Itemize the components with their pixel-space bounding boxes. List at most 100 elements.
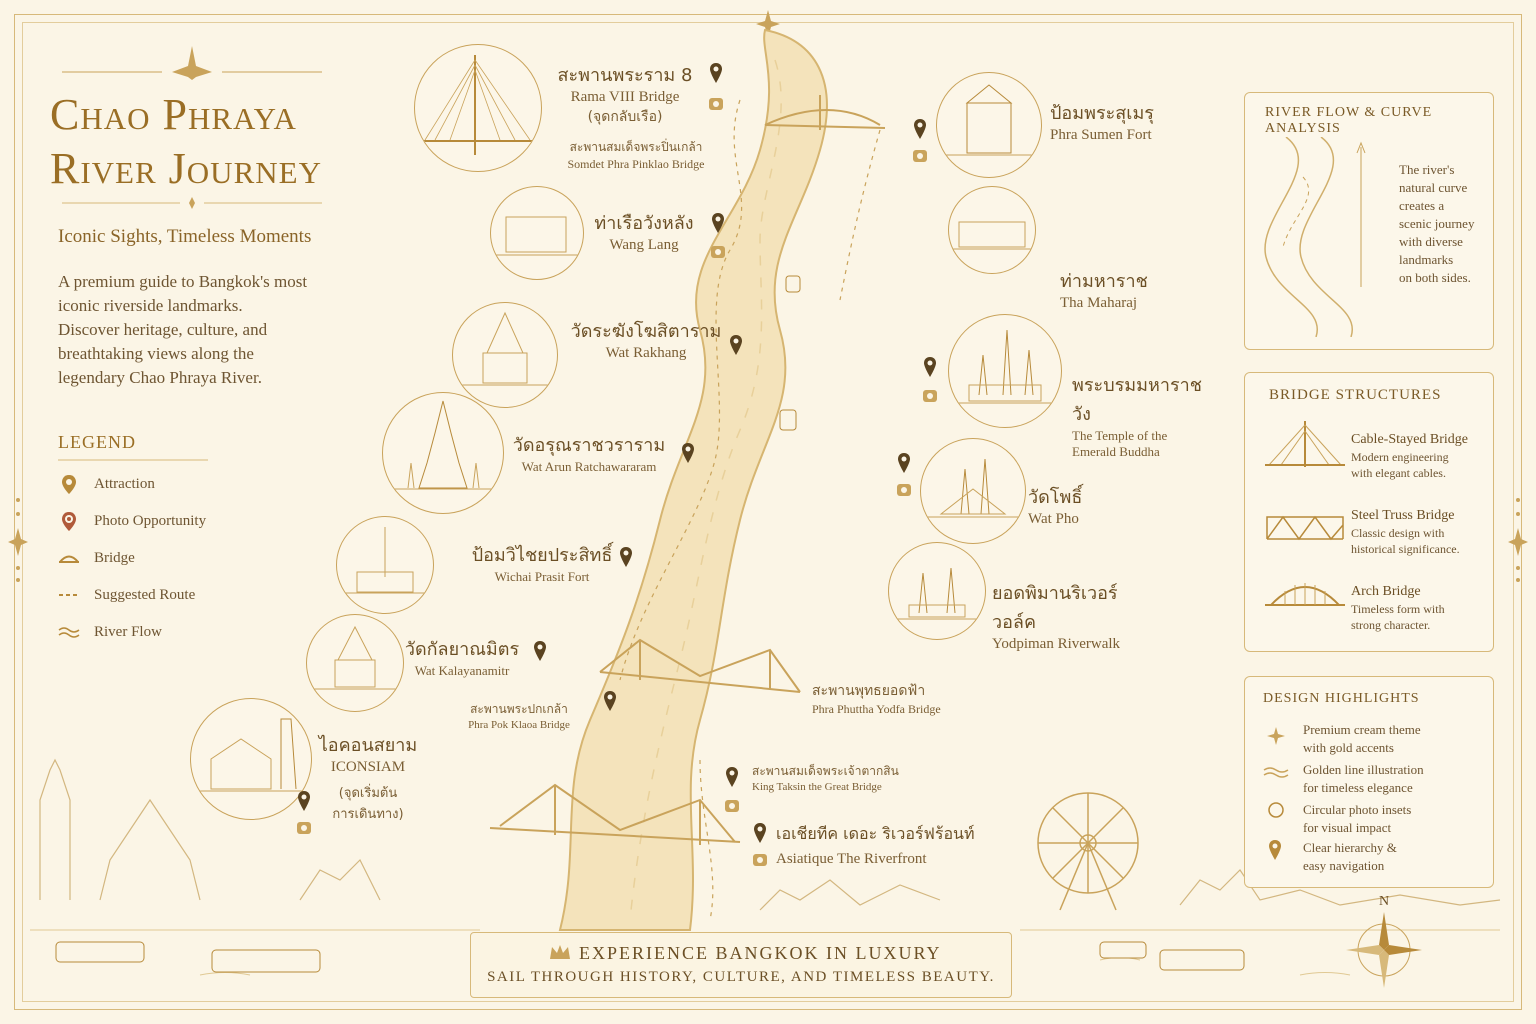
- iconsiam-note-1: (จุดเริ่มต้น: [338, 786, 398, 801]
- rakhang-english: Wat Rakhang: [605, 345, 687, 361]
- flow-line: landmarks: [1399, 252, 1454, 267]
- pin-icon: [726, 767, 738, 787]
- camera-pin-icon: [62, 512, 76, 531]
- bridge-desc: strong character.: [1351, 618, 1431, 632]
- pin-icon: [914, 119, 926, 139]
- iconsiam-thai: ไอคอนสยาม: [318, 735, 418, 756]
- location-sumen[interactable]: ป้อมพระสุเมรุ Phra Sumen Fort: [1050, 98, 1180, 144]
- location-arun[interactable]: วัดอรุณราชวราราม Wat Arun Ratchawararam: [506, 430, 672, 475]
- design-heading: DESIGN HIGHLIGHTS: [1263, 691, 1420, 706]
- sumen-thai: ป้อมพระสุเมรุ: [1050, 103, 1154, 124]
- pho-thai: วัดโพธิ์: [1028, 487, 1083, 508]
- asiatique-english: Asiatique The Riverfront: [776, 851, 927, 867]
- legend-item-flow: River Flow: [58, 621, 162, 643]
- wichai-photo: [336, 516, 434, 614]
- yodfa-thai: สะพานพุทธยอดฟ้า: [812, 683, 926, 699]
- camera-icon: [913, 150, 927, 162]
- location-wanglang[interactable]: ท่าเรือวังหลัง Wang Lang: [584, 208, 704, 254]
- palace-english-2: Emerald Buddha: [1072, 444, 1160, 459]
- river-curve-illustration-icon: [1264, 137, 1366, 337]
- pin-icon: [62, 475, 76, 494]
- legend-item-route: Suggested Route: [58, 584, 195, 606]
- subtitle: Iconic Sights, Timeless Moments: [58, 226, 312, 247]
- pinklao-english: Somdet Phra Pinklao Bridge: [567, 157, 705, 171]
- title-line-2: River Journey: [50, 144, 322, 193]
- bridge-desc: Classic design with: [1351, 526, 1445, 540]
- title-line-1: Chao Phraya: [50, 90, 297, 139]
- bridge-name: Arch Bridge: [1351, 584, 1421, 599]
- rakhang-photo: [452, 302, 558, 408]
- arch-bridge-icon: [1265, 583, 1345, 606]
- arun-english: Wat Arun Ratchawararam: [521, 459, 657, 474]
- pin-icon: [730, 335, 742, 355]
- bridge-desc: with elegant cables.: [1351, 466, 1446, 480]
- cable-bridge-illustration-icon: [415, 55, 541, 155]
- bridge-desc: historical significance.: [1351, 542, 1460, 556]
- yodfa-english: Phra Phuttha Yodfa Bridge: [812, 702, 941, 716]
- bridge-name: Steel Truss Bridge: [1351, 508, 1455, 523]
- location-iconsiam[interactable]: ไอคอนสยาม ICONSIAM (จุดเริ่มต้น การเดินท…: [316, 730, 420, 824]
- rama8-note: (จุดกลับเรือ): [587, 109, 663, 125]
- bridge-name: Cable-Stayed Bridge: [1351, 432, 1469, 447]
- location-rakhang[interactable]: วัดระฆังโฆสิตาราม Wat Rakhang: [566, 316, 726, 362]
- bridge-heading: BRIDGE STRUCTURES: [1269, 387, 1442, 403]
- flow-line: The river's: [1399, 162, 1455, 177]
- boat-1: [785, 275, 801, 293]
- pin-icon: [712, 213, 724, 233]
- location-yodfa[interactable]: สะพานพุทธยอดฟ้า Phra Phuttha Yodfa Bridg…: [812, 680, 962, 717]
- camera-icon: [923, 390, 937, 402]
- design-line: easy navigation: [1303, 858, 1385, 873]
- dashed-line-icon: [59, 594, 79, 596]
- left-side-ornament-icon: [8, 498, 28, 582]
- wanglang-thai: ท่าเรือวังหลัง: [594, 213, 694, 234]
- rama8-thai: สะพานพระราม 8: [557, 65, 693, 86]
- wanglang-english: Wang Lang: [609, 237, 679, 253]
- location-asiatique[interactable]: เอเชียทีค เดอะ ริเวอร์ฟร้อนท์ Asiatique …: [776, 822, 976, 868]
- design-item-1: Premium cream theme with gold accents: [1303, 721, 1421, 757]
- bridge-desc: Modern engineering: [1351, 450, 1449, 464]
- boats-right: [1099, 941, 1245, 971]
- sparkle-icon: [1267, 727, 1285, 745]
- camera-icon: [297, 822, 311, 834]
- pin-icon: [604, 691, 616, 711]
- cable-stayed-bridge-icon: [1265, 421, 1345, 467]
- location-kalaya[interactable]: วัดกัลยาณมิตร Wat Kalayanamitr: [400, 634, 524, 679]
- banner-line-2: SAIL THROUGH HISTORY, CULTURE, AND TIMEL…: [487, 969, 995, 985]
- bottom-banner: EXPERIENCE BANGKOK IN LUXURY SAIL THROUG…: [470, 932, 1012, 998]
- page-title: Chao Phraya River Journey: [50, 88, 350, 196]
- sumen-english: Phra Sumen Fort: [1050, 127, 1152, 143]
- location-pinklao[interactable]: สะพานสมเด็จพระปิ่นเกล้า Somdet Phra Pink…: [548, 138, 724, 172]
- location-pho[interactable]: วัดโพธิ์ Wat Pho: [1028, 482, 1108, 528]
- maharaj-thai: ท่ามหาราช: [1060, 271, 1148, 292]
- legend-item-photo: Photo Opportunity: [58, 510, 206, 532]
- location-yodpiman[interactable]: ยอดพิมานริเวอร์วอล์ค Yodpiman Riverwalk: [992, 578, 1142, 653]
- design-line: Premium cream theme: [1303, 722, 1421, 737]
- wichai-thai: ป้อมวิไชยประสิทธิ์: [471, 545, 613, 566]
- pin-icon: [682, 443, 694, 463]
- location-maharaj[interactable]: ท่ามหาราช Tha Maharaj: [1060, 266, 1160, 312]
- compass-rose-icon: [1346, 912, 1422, 988]
- kalaya-thai: วัดกัลยาณมิตร: [404, 639, 520, 660]
- legend-label: Photo Opportunity: [94, 512, 207, 529]
- location-wichai[interactable]: ป้อมวิไชยประสิทธิ์ Wichai Prasit Fort: [470, 540, 614, 585]
- wave-icon: [1263, 767, 1289, 778]
- location-palace[interactable]: พระบรมมหาราชวัง The Temple of the Emeral…: [1072, 370, 1212, 460]
- design-line: Clear hierarchy &: [1303, 840, 1397, 855]
- suggested-route-left: [619, 99, 743, 681]
- legend-label: Bridge: [94, 549, 135, 566]
- arun-photo: [382, 392, 504, 514]
- maharaj-photo: [948, 186, 1036, 274]
- camera-icon: [709, 98, 723, 110]
- location-taksin[interactable]: สะพานสมเด็จพระเจ้าตากสิน King Taksin the…: [752, 762, 902, 793]
- kalaya-english: Wat Kalayanamitr: [414, 663, 510, 678]
- palace-english-1: The Temple of the: [1072, 428, 1168, 443]
- rama8-english: Rama VIII Bridge: [570, 89, 680, 105]
- pin-icon: [1269, 840, 1281, 860]
- location-phrapok[interactable]: สะพานพระปกเกล้า Phra Pok Klaoa Bridge: [454, 700, 584, 731]
- location-rama8[interactable]: สะพานพระราม 8 Rama VIII Bridge (จุดกลับเ…: [540, 60, 710, 128]
- circle-icon: [1268, 802, 1284, 818]
- iconsiam-note-2: การเดินทาง): [332, 807, 404, 822]
- legend-label: Suggested Route: [94, 586, 196, 603]
- title-divider: [62, 197, 322, 209]
- bridge-item-cable: Cable-Stayed Bridge Modern engineering w…: [1351, 431, 1489, 481]
